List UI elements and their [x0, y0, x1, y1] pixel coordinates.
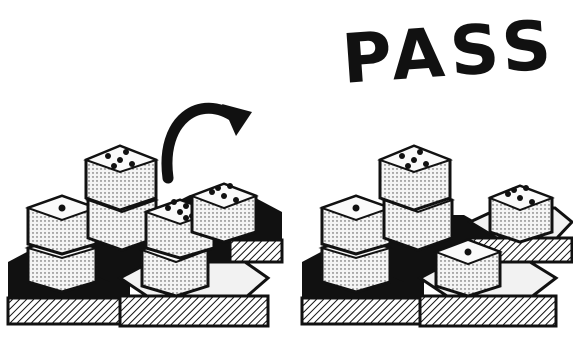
die — [192, 183, 256, 242]
right-panel — [302, 146, 572, 326]
die — [490, 185, 552, 242]
die — [380, 146, 450, 210]
die — [436, 240, 500, 296]
die-stack-left — [28, 196, 96, 292]
die — [86, 146, 156, 210]
left-panel — [8, 104, 282, 326]
pass-caption: PASS — [339, 5, 544, 103]
die — [322, 196, 390, 254]
curved-arrow-icon — [167, 104, 252, 178]
die — [28, 196, 96, 254]
die-stack-left — [322, 196, 390, 292]
die-stack-center — [380, 146, 452, 250]
